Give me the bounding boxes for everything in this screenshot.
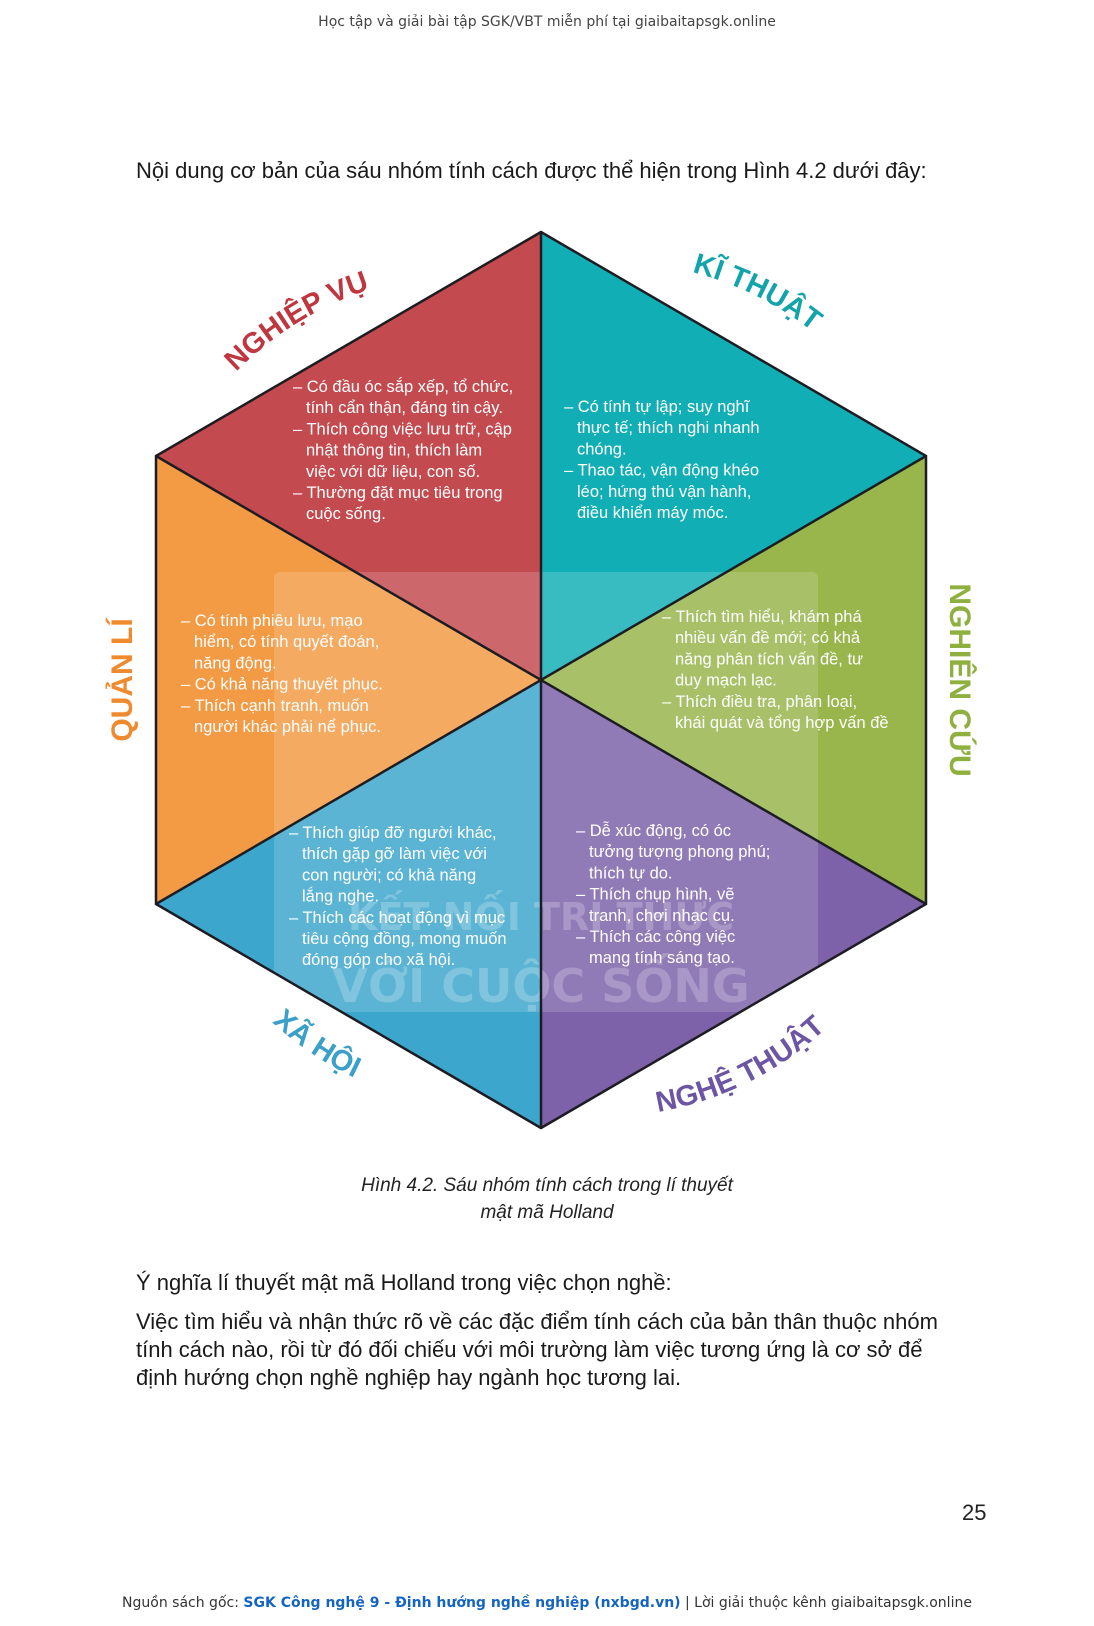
desc-line: mang tính sáng tạo. — [589, 949, 735, 967]
desc-line: – Dễ xúc động, có óc — [576, 821, 731, 840]
desc-line: – Có khả năng thuyết phục. — [181, 676, 383, 694]
desc-line: nhật thông tin, thích làm — [306, 442, 482, 460]
desc-line: – Thích điều tra, phân loại, — [662, 693, 857, 711]
intro-text: Nội dung cơ bản của sáu nhóm tính cách đ… — [136, 158, 927, 183]
sector-nghe-thuat — [541, 680, 926, 1128]
desc-line: tranh, chơi nhạc cụ. — [589, 907, 735, 925]
desc-line: duy mạch lạc. — [675, 672, 777, 690]
hexagon-lines — [154, 230, 928, 1130]
desc-line: nhiều vấn đề mới; có khả — [675, 629, 861, 647]
label-ki-thuat-text: KĨ THUẬT — [690, 248, 828, 337]
desc-line: – Có tính tự lập; suy nghĩ — [564, 398, 751, 416]
desc-line: con người; có khả năng — [302, 866, 476, 884]
caption-line-2: mật mã Holland — [480, 1202, 614, 1223]
desc-line: điều khiển máy móc. — [577, 504, 728, 522]
desc-line: thực tế; thích nghi nhanh — [577, 419, 760, 437]
sector-quan-li — [156, 456, 541, 904]
label-ki-thuat: KĨ THUẬT — [690, 248, 828, 337]
desc-line: – Có tính phiêu lưu, mạo — [181, 612, 363, 630]
desc-xa-hoi: – Thích giúp đỡ người khác, thích gặp gỡ … — [289, 824, 507, 969]
desc-line: léo; hứng thú vận hành, — [577, 483, 751, 501]
sector-nghien-cuu — [541, 456, 926, 904]
holland-hexagon-diagram: KẾT NỐI TRI THỨC VỚI CUỘC SỐNG NGHIỆP VỤ… — [105, 230, 977, 1130]
desc-line: hiểm, có tính quyết đoán, — [194, 633, 379, 651]
desc-line: lắng nghe. — [302, 887, 379, 906]
desc-line: năng động. — [194, 654, 277, 672]
meaning-heading: Ý nghĩa lí thuyết mật mã Holland trong v… — [136, 1270, 672, 1295]
desc-line: – Thích công việc lưu trữ, cập — [293, 420, 512, 438]
footer-suffix: | Lời giải thuộc kênh giaibaitapsgk.onli… — [680, 1595, 972, 1611]
desc-line: thích tự do. — [589, 864, 673, 882]
desc-line: – Thích giúp đỡ người khác, — [289, 824, 497, 842]
desc-nghe-thuat: – Dễ xúc động, có óc tưởng tượng phong ph… — [576, 821, 770, 967]
page-number: 25 — [962, 1500, 987, 1525]
desc-line: – Thích chụp hình, vẽ — [576, 886, 734, 904]
desc-line: – Thao tác, vận động khéo — [564, 462, 759, 480]
label-quan-li: QUẢN LÍ — [105, 618, 139, 742]
figure-caption: Hình 4.2. Sáu nhóm tính cách trong lí th… — [0, 1172, 1094, 1226]
caption-line-1: Hình 4.2. Sáu nhóm tính cách trong lí th… — [361, 1175, 733, 1196]
desc-line: đóng góp cho xã hội. — [302, 951, 455, 969]
sector-xa-hoi — [156, 680, 541, 1128]
desc-nghiep-vu: – Có đầu óc sắp xếp, tổ chức, tính cẩn th… — [293, 377, 513, 523]
desc-line: khái quát và tổng hợp vấn đề — [675, 714, 889, 732]
sector-nghiep-vu — [156, 232, 541, 680]
footer: Nguồn sách gốc: SGK Công nghệ 9 - Định h… — [0, 1595, 1094, 1611]
meaning-line-3: định hướng chọn nghề nghiệp hay ngành họ… — [136, 1365, 682, 1390]
meaning-line-1: Việc tìm hiểu và nhận thức rõ về các đặc… — [136, 1309, 938, 1334]
desc-line: chóng. — [577, 440, 627, 458]
desc-line: – Thích tìm hiểu, khám phá — [662, 608, 862, 626]
desc-line: tưởng tượng phong phú; — [589, 843, 770, 861]
desc-line: tính cẩn thận, đáng tin cậy. — [306, 399, 503, 417]
footer-source-link[interactable]: SGK Công nghệ 9 - Định hướng nghề nghiệp… — [243, 1595, 681, 1611]
footer-prefix: Nguồn sách gốc: — [122, 1595, 244, 1611]
desc-quan-li: – Có tính phiêu lưu, mạo hiểm, có tính qu… — [181, 612, 383, 736]
desc-line: – Thích các hoạt động vì mục — [289, 909, 505, 927]
sector-ki-thuat — [541, 232, 926, 680]
top-banner: Học tập và giải bài tập SGK/VBT miễn phí… — [318, 14, 776, 30]
desc-line: – Thích cạnh tranh, muốn — [181, 697, 369, 715]
desc-line: người khác phải nể phục. — [194, 718, 381, 736]
desc-line: năng phân tích vấn đề, tư — [675, 650, 863, 668]
desc-nghien-cuu: – Thích tìm hiểu, khám phá nhiều vấn đề m… — [662, 608, 889, 732]
desc-line: việc với dữ liệu, con số. — [306, 463, 480, 481]
desc-ki-thuat: – Có tính tự lập; suy nghĩ thực tế; thích… — [564, 398, 760, 522]
watermark — [274, 572, 818, 1012]
desc-line: – Có đầu óc sắp xếp, tổ chức, — [293, 377, 513, 396]
desc-line: – Thích các công việc — [576, 928, 735, 946]
desc-line: cuộc sống. — [306, 505, 386, 523]
desc-line: – Thường đặt mục tiêu trong — [293, 484, 503, 502]
meaning-line-2: tính cách nào, rồi từ đó đối chiếu với m… — [136, 1337, 923, 1362]
label-nghien-cuu: NGHIÊN CỨU — [943, 583, 977, 776]
meaning-paragraph: Việc tìm hiểu và nhận thức rõ về các đặc… — [136, 1308, 986, 1392]
desc-line: thích gặp gỡ làm việc với — [302, 845, 487, 863]
desc-line: tiêu cộng đồng, mong muốn — [302, 930, 507, 948]
